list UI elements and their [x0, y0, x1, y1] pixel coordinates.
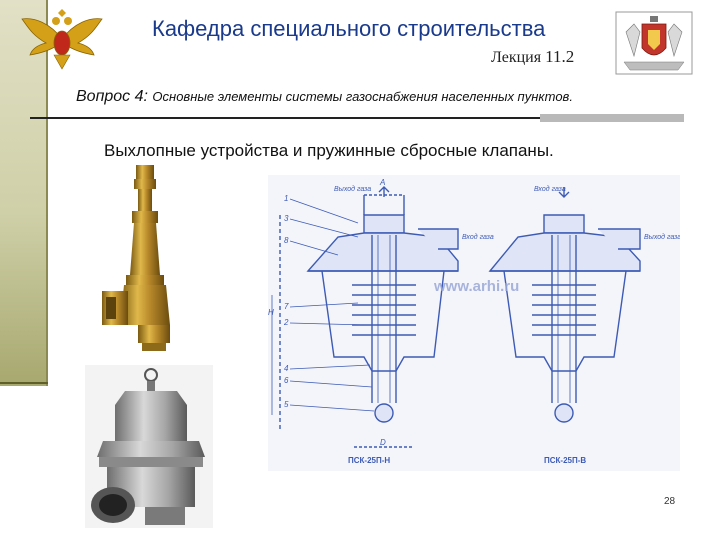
left-valve-model: ПСК-25П-Н	[348, 456, 390, 465]
dimension-h-label: H	[268, 308, 274, 317]
page-title: Кафедра специального строительства	[152, 16, 546, 41]
watermark-text: www.arhi.ru	[433, 278, 519, 295]
slide-subtitle: Выхлопные устройства и пружинные сбросны…	[104, 141, 554, 160]
question-label: Вопрос 4:	[76, 88, 148, 105]
left-valve-inlet-label: Выход газа	[334, 185, 371, 193]
lecture-number: 11.2	[545, 47, 575, 66]
header-divider-thin	[30, 117, 570, 119]
relief-valve-diagram: 1 3 8 7 2 4 6 5 A H D Выход газа Вход га…	[268, 175, 680, 471]
right-valve-model: ПСК-25П-В	[544, 456, 586, 465]
left-band-border	[46, 0, 48, 386]
band-tick-divider	[0, 382, 48, 384]
left-decor-band	[0, 0, 46, 386]
dimension-a-label: A	[379, 178, 385, 187]
callout-label: 2	[283, 318, 289, 327]
header-divider-thick	[540, 114, 684, 122]
page-number: 28	[664, 496, 676, 507]
question-heading: Вопрос 4: Основные элементы системы газо…	[76, 88, 573, 106]
double-headed-eagle-emblem	[21, 9, 103, 70]
callout-label: 6	[284, 376, 289, 385]
dimension-d-label: D	[380, 438, 386, 447]
brass-relief-valve-photo	[98, 163, 186, 356]
left-valve-outlet-label: Вход газа	[462, 233, 494, 241]
callout-label: 5	[284, 400, 289, 409]
left-valve-leader-lines	[289, 198, 375, 412]
department-crest-emblem	[615, 11, 693, 75]
callout-label: 7	[284, 302, 289, 311]
left-valve-drawing	[271, 186, 459, 448]
callout-label: 4	[284, 364, 289, 373]
lecture-word: Лекция	[491, 49, 542, 66]
gas-regulator-photo	[85, 365, 213, 528]
right-valve-inlet-label: Вход газа	[534, 185, 566, 193]
callout-label: 1	[284, 194, 288, 203]
question-text: Основные элементы системы газоснабжения …	[152, 89, 573, 104]
right-valve-outlet-label: Выход газа	[644, 233, 680, 241]
callout-label: 3	[284, 214, 289, 223]
right-valve-drawing	[488, 187, 641, 423]
lecture-label: Лекция 11.2	[491, 47, 574, 67]
callout-label: 8	[284, 236, 289, 245]
